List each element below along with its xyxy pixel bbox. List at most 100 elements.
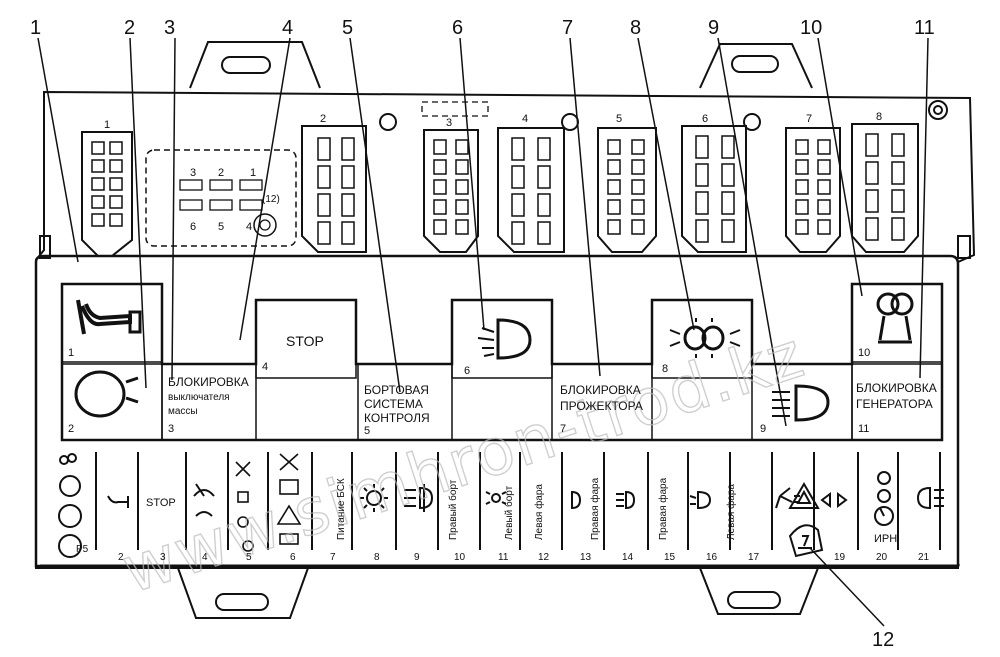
searchlight-line2: ПРОЖЕКТОРА xyxy=(560,399,643,413)
fuse-icon-circle-p xyxy=(58,453,82,558)
connector-number: 8 xyxy=(876,111,882,123)
connector-4 xyxy=(497,127,565,253)
searchlight-line1: БЛОКИРОВКА xyxy=(560,383,641,397)
indicator-num: 10 xyxy=(858,347,870,359)
fog-lamp-icon xyxy=(404,484,434,512)
hazard-icon xyxy=(788,482,820,509)
screw-hole xyxy=(379,113,397,131)
indicator-side-lights xyxy=(651,299,753,379)
callout-labels: 1 2 3 4 5 6 7 8 9 10 11 12 xyxy=(30,17,935,651)
fuse-number: 6 xyxy=(290,552,296,563)
multi-symbol-icon xyxy=(235,461,254,552)
indicator-num: 3 xyxy=(168,423,174,435)
callout-8: 8 xyxy=(630,17,641,39)
fuse-number: 14 xyxy=(622,552,634,563)
callout-5: 5 xyxy=(342,17,353,39)
fuse-number: 15 xyxy=(664,552,676,563)
fuse-label-stop: STOP xyxy=(146,497,176,509)
mass-lock-title: БЛОКИРОВКА xyxy=(168,375,249,389)
sun-icon xyxy=(360,484,388,512)
mounting-tab-bottom-right xyxy=(699,567,819,615)
callout-1: 1 xyxy=(30,17,41,39)
indicator-num: 2 xyxy=(68,423,74,435)
glow-plug-icon xyxy=(876,292,914,344)
bsk-line2: СИСТЕМА xyxy=(364,397,423,411)
relay-number: 3 xyxy=(190,167,196,179)
indicator-mass-switch-lock xyxy=(161,363,257,441)
fuse-label-left-headlight: Левая фара xyxy=(533,484,545,540)
indicator-texts: 1 2 БЛОКИРОВКА выключателя массы 3 STOP … xyxy=(68,333,937,437)
connector-3 xyxy=(421,101,489,253)
fuse-label-left-headlight-2: Левая фара xyxy=(725,484,737,540)
connector-number: 3 xyxy=(446,117,452,129)
wiper-small-icon xyxy=(193,483,215,517)
fuse-number: 13 xyxy=(580,552,592,563)
indicator-num: 11 xyxy=(858,423,869,435)
mounting-tab-top-right xyxy=(699,43,813,89)
fuse-label-right-headlight: Правая фара xyxy=(589,477,601,540)
indicator-num: 5 xyxy=(364,425,370,437)
connector-7 xyxy=(785,127,841,253)
relay-extra: (12) xyxy=(262,194,280,205)
indicator-num: 9 xyxy=(760,423,766,435)
callout-12: 12 xyxy=(872,629,894,651)
mounting-tab-top-left xyxy=(189,41,321,89)
low-beam-small-icon xyxy=(571,490,582,510)
low-beam-icon xyxy=(477,318,532,360)
fuse-labels: STOP Питание БСК Правый борт Левый борт … xyxy=(76,477,897,555)
high-beam-small-icon xyxy=(616,490,636,510)
rear-fog-icon xyxy=(916,486,944,510)
connector-number: 5 xyxy=(616,113,622,125)
side-tab-left xyxy=(39,235,51,259)
ground-screw xyxy=(928,100,948,120)
leader-lines xyxy=(37,37,929,627)
indicator-stop xyxy=(255,299,357,379)
fuse-number: 10 xyxy=(454,552,466,563)
fuse-number: 19 xyxy=(834,552,846,563)
fuse-number: 9 xyxy=(414,552,420,563)
horn-small-icon xyxy=(107,495,129,508)
front-panel xyxy=(34,254,960,568)
screw-hole xyxy=(743,113,761,131)
fuse-label-p5: P5 xyxy=(76,544,89,555)
connector-8 xyxy=(851,123,919,253)
fuse-label-bsk: Питание БСК xyxy=(336,478,347,540)
connector-number: 6 xyxy=(702,113,708,125)
turn-signal-icon xyxy=(820,492,848,508)
fuse-number: 2 xyxy=(118,552,124,563)
indicator-horn xyxy=(61,283,163,363)
indicator-low-beam xyxy=(451,299,553,379)
relay-block xyxy=(145,149,297,247)
connector-1 xyxy=(81,131,133,257)
indicator-num: 8 xyxy=(662,363,668,375)
low-beam-small-icon-2 xyxy=(689,490,712,510)
relay-number: 1 xyxy=(250,167,256,179)
connector-6 xyxy=(681,125,747,253)
callout-4: 4 xyxy=(282,17,293,39)
indicator-searchlight-lock xyxy=(551,363,653,441)
fuse-number: 3 xyxy=(160,552,166,563)
relay-number: 5 xyxy=(218,221,224,233)
side-light-small-icon xyxy=(485,491,507,505)
fuse-number: 17 xyxy=(748,552,760,563)
fuse-number: 20 xyxy=(876,552,888,563)
indicator-num: 7 xyxy=(560,423,566,435)
callout-3: 3 xyxy=(164,17,175,39)
fuse-number: 12 xyxy=(538,552,550,563)
fuse-number: 7 xyxy=(330,552,336,563)
fuse-number: 21 xyxy=(918,552,930,563)
callout-11: 11 xyxy=(914,17,935,39)
indicator-num: 6 xyxy=(464,365,470,377)
side-lights-icon xyxy=(669,318,741,358)
indicator-glow-plug xyxy=(851,283,943,363)
horn-icon xyxy=(76,299,142,335)
connector-number: 4 xyxy=(522,113,528,125)
bsk-line3: КОНТРОЛЯ xyxy=(364,411,430,425)
relay-numbers: 3 2 1 6 5 4 (12) xyxy=(190,167,280,233)
parking-brake-icon xyxy=(74,370,139,418)
side-tab-right xyxy=(957,235,971,259)
item-12-switch-icon xyxy=(788,524,824,558)
mass-lock-sub1: выключателя xyxy=(168,392,230,403)
relay-number: 6 xyxy=(190,221,196,233)
